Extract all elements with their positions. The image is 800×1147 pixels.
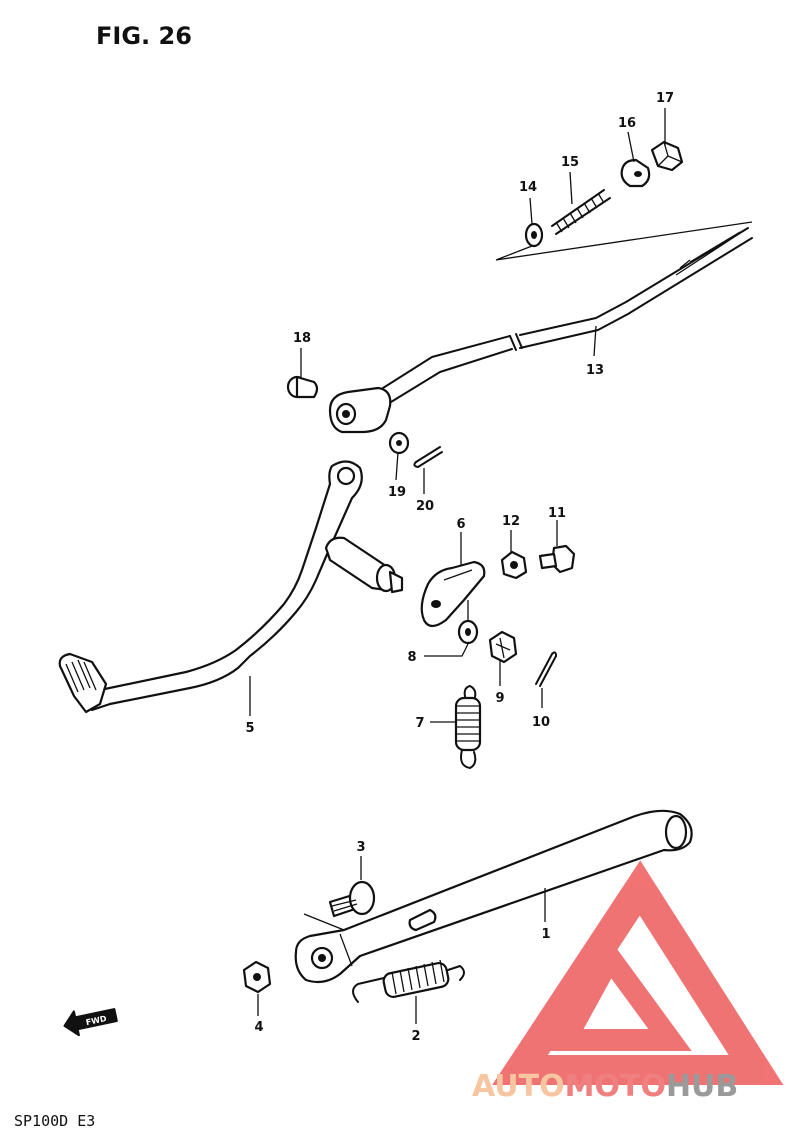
callout-5: 5	[245, 721, 254, 736]
callout-3: 3	[356, 840, 365, 855]
callout-6: 6	[456, 517, 465, 532]
part-7-return-spring	[454, 685, 482, 769]
svg-text:AUTOMOTOHUB: AUTOMOTOHUB	[472, 1069, 738, 1104]
callout-19: 19	[388, 485, 406, 500]
callout-16: 16	[618, 116, 636, 131]
part-16-adjust-nut	[620, 158, 651, 188]
part-1-stand	[294, 809, 693, 984]
figure-title: FIG. 26	[96, 22, 192, 50]
callout-11: 11	[548, 506, 566, 521]
watermark-hub: HUB	[666, 1069, 738, 1104]
callout-12: 12	[502, 514, 520, 529]
callout-13: 13	[586, 363, 604, 378]
callout-10: 10	[532, 715, 550, 730]
part-9-castle-nut	[488, 630, 518, 664]
part-17-nut	[650, 140, 684, 172]
callout-20: 20	[416, 499, 434, 514]
watermark-moto: MOTO	[565, 1069, 666, 1104]
part-4-nut	[242, 960, 272, 994]
callout-17: 17	[656, 91, 674, 106]
part-10-cotter-pin	[535, 651, 557, 687]
fwd-label: FWD	[85, 1014, 108, 1027]
callout-2: 2	[411, 1029, 420, 1044]
part-14-washer	[524, 222, 544, 248]
part-5-brake-pedal	[58, 460, 404, 714]
watermark-triangle-inner	[546, 937, 692, 1051]
part-2-stand-spring	[352, 959, 465, 1003]
part-20-cotter-pin	[413, 446, 443, 468]
callout-9: 9	[495, 691, 504, 706]
fwd-arrow: FWD	[63, 1008, 118, 1037]
callout-18: 18	[293, 331, 311, 346]
model-code: SP100D E3	[14, 1112, 96, 1130]
part-8-washer	[457, 619, 479, 645]
watermark-auto: AUTO	[472, 1069, 565, 1104]
watermark-text: AUTOMOTOHUB	[472, 1069, 738, 1104]
callout-14: 14	[519, 180, 537, 195]
part-6-pedal-plate	[420, 560, 486, 628]
leader-lines	[249, 108, 666, 1024]
part-13-brake-rod	[328, 227, 753, 434]
part-3-pivot-bolt	[328, 880, 376, 918]
part-15-spring	[551, 189, 611, 235]
part-11-bolt	[538, 544, 576, 574]
callout-4: 4	[254, 1020, 263, 1035]
callout-7: 7	[415, 716, 424, 731]
watermark-logo	[492, 860, 784, 1085]
watermark-triangle-outer	[492, 860, 784, 1085]
callout-8: 8	[407, 650, 416, 665]
part-12-nut	[500, 550, 528, 580]
callout-labels: 1 2 3 4 5 6 7 8 9 10 11 12 13 14 15 16 1…	[245, 91, 674, 1044]
part-19-washer	[388, 431, 410, 455]
callout-15: 15	[561, 155, 579, 170]
callout-1: 1	[541, 927, 550, 942]
part-18-clevis-pin	[286, 375, 319, 399]
